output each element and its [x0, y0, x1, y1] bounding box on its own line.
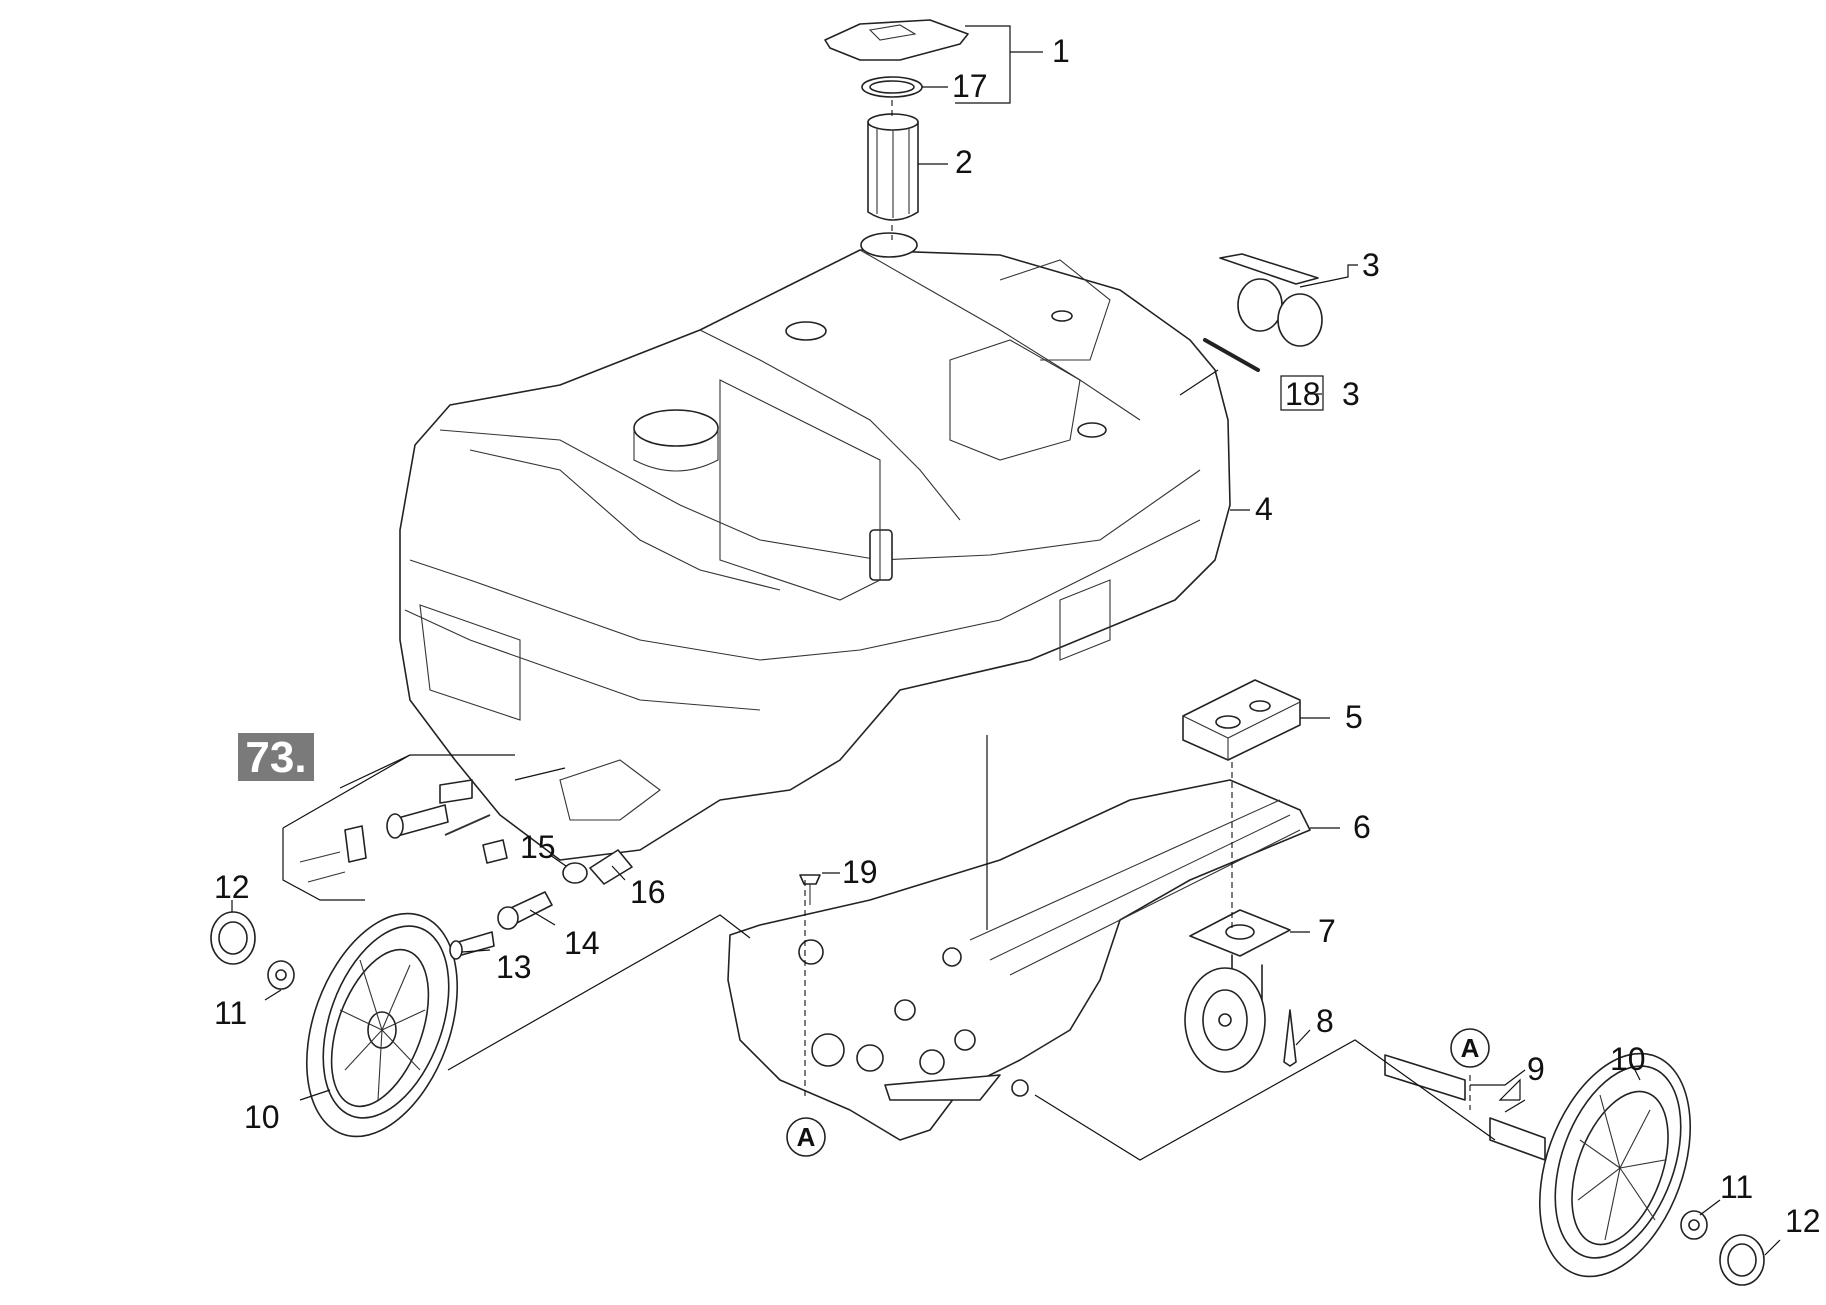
label-part-17: 17: [952, 68, 988, 104]
label-part-12-left: 12: [214, 869, 250, 905]
label-part-6: 6: [1353, 809, 1371, 845]
label-part-7: 7: [1318, 913, 1336, 949]
bracket-assembly: [1203, 253, 1323, 372]
label-part-13: 13: [496, 949, 532, 985]
reference-letter: A: [1461, 1033, 1480, 1063]
label-part-19: 19: [842, 854, 878, 890]
leader-lines: [231, 25, 1781, 1256]
part-labels: 1 17 2 3 18 3 4 5 6 7 8 9 10 11 12 10 11…: [214, 33, 1821, 1239]
label-part-10-left: 10: [244, 1099, 280, 1135]
right-wheel: [1538, 1052, 1765, 1286]
label-part-15: 15: [520, 829, 556, 865]
main-housing: [399, 232, 1231, 861]
group-tag-73: 73.: [238, 733, 314, 782]
cap-assembly: [824, 19, 969, 221]
label-part-3-pin: 3: [1342, 376, 1360, 412]
base-plate: [727, 779, 1311, 1141]
left-wheel: [210, 911, 459, 1138]
reference-letter: A: [797, 1122, 816, 1152]
label-part-14: 14: [564, 925, 600, 961]
label-part-11-left: 11: [214, 995, 247, 1031]
small-parts: [299, 779, 821, 960]
axle: [1384, 1054, 1546, 1161]
label-part-9: 9: [1527, 1051, 1545, 1087]
label-part-8: 8: [1316, 1003, 1334, 1039]
label-part-10-right: 10: [1610, 1041, 1646, 1077]
label-part-11-right: 11: [1720, 1169, 1753, 1205]
castor-wheel: [1184, 909, 1297, 1073]
label-part-2: 2: [955, 144, 973, 180]
label-part-12-right: 12: [1785, 1203, 1821, 1239]
assembly-axes: [804, 100, 1471, 1110]
reference-marker-right: A: [1450, 1028, 1490, 1068]
label-part-4: 4: [1255, 491, 1273, 527]
label-part-16: 16: [630, 874, 666, 910]
label-part-3-top: 3: [1362, 247, 1380, 283]
group-tag-label: 73.: [245, 733, 306, 782]
part-18-box: [1280, 375, 1324, 411]
label-part-18: 18: [1285, 376, 1321, 412]
mount-block: [1182, 679, 1301, 761]
label-part-5: 5: [1345, 699, 1363, 735]
label-part-1: 1: [1052, 33, 1070, 69]
reference-marker-left: A: [786, 1117, 826, 1157]
